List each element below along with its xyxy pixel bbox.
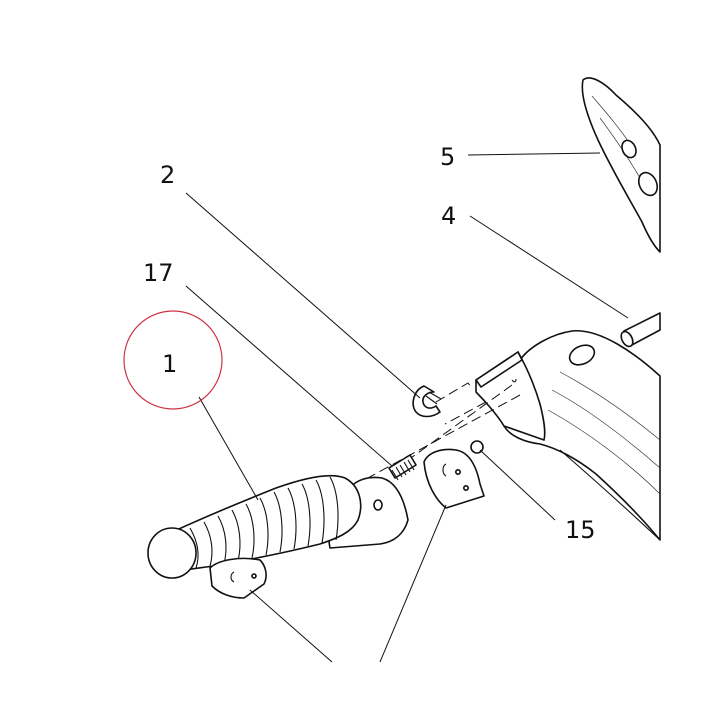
callout-1-highlight-circle bbox=[123, 310, 223, 410]
callout-4: 4 bbox=[441, 202, 456, 230]
leader-lines bbox=[185, 152, 629, 663]
callout-15: 15 bbox=[565, 516, 596, 544]
plate-hole-lower bbox=[637, 171, 659, 197]
footrest-bracket[interactable] bbox=[475, 330, 661, 541]
footpeg-end-cap bbox=[147, 527, 197, 579]
footpeg-pivot-hole bbox=[373, 499, 383, 511]
callout-2: 2 bbox=[160, 161, 175, 189]
hinge-plate[interactable] bbox=[423, 448, 485, 509]
footpeg-rubber-ribs bbox=[189, 476, 339, 569]
part-1-footpeg[interactable] bbox=[147, 474, 409, 599]
plate-hole-upper bbox=[621, 139, 637, 159]
callout-labels: 5 4 2 17 1 15 bbox=[143, 143, 596, 544]
callout-17: 17 bbox=[143, 259, 174, 287]
part-17-spring[interactable] bbox=[388, 454, 417, 481]
part-4-pivot-pin[interactable] bbox=[619, 312, 661, 348]
assembly-axes bbox=[354, 382, 521, 486]
callout-5: 5 bbox=[440, 143, 455, 171]
part-2-snap-clip[interactable] bbox=[412, 385, 442, 418]
callout-1: 1 bbox=[162, 350, 177, 378]
bracket-pin-hole bbox=[568, 344, 596, 366]
part-5-mounting-plate[interactable] bbox=[581, 77, 661, 253]
